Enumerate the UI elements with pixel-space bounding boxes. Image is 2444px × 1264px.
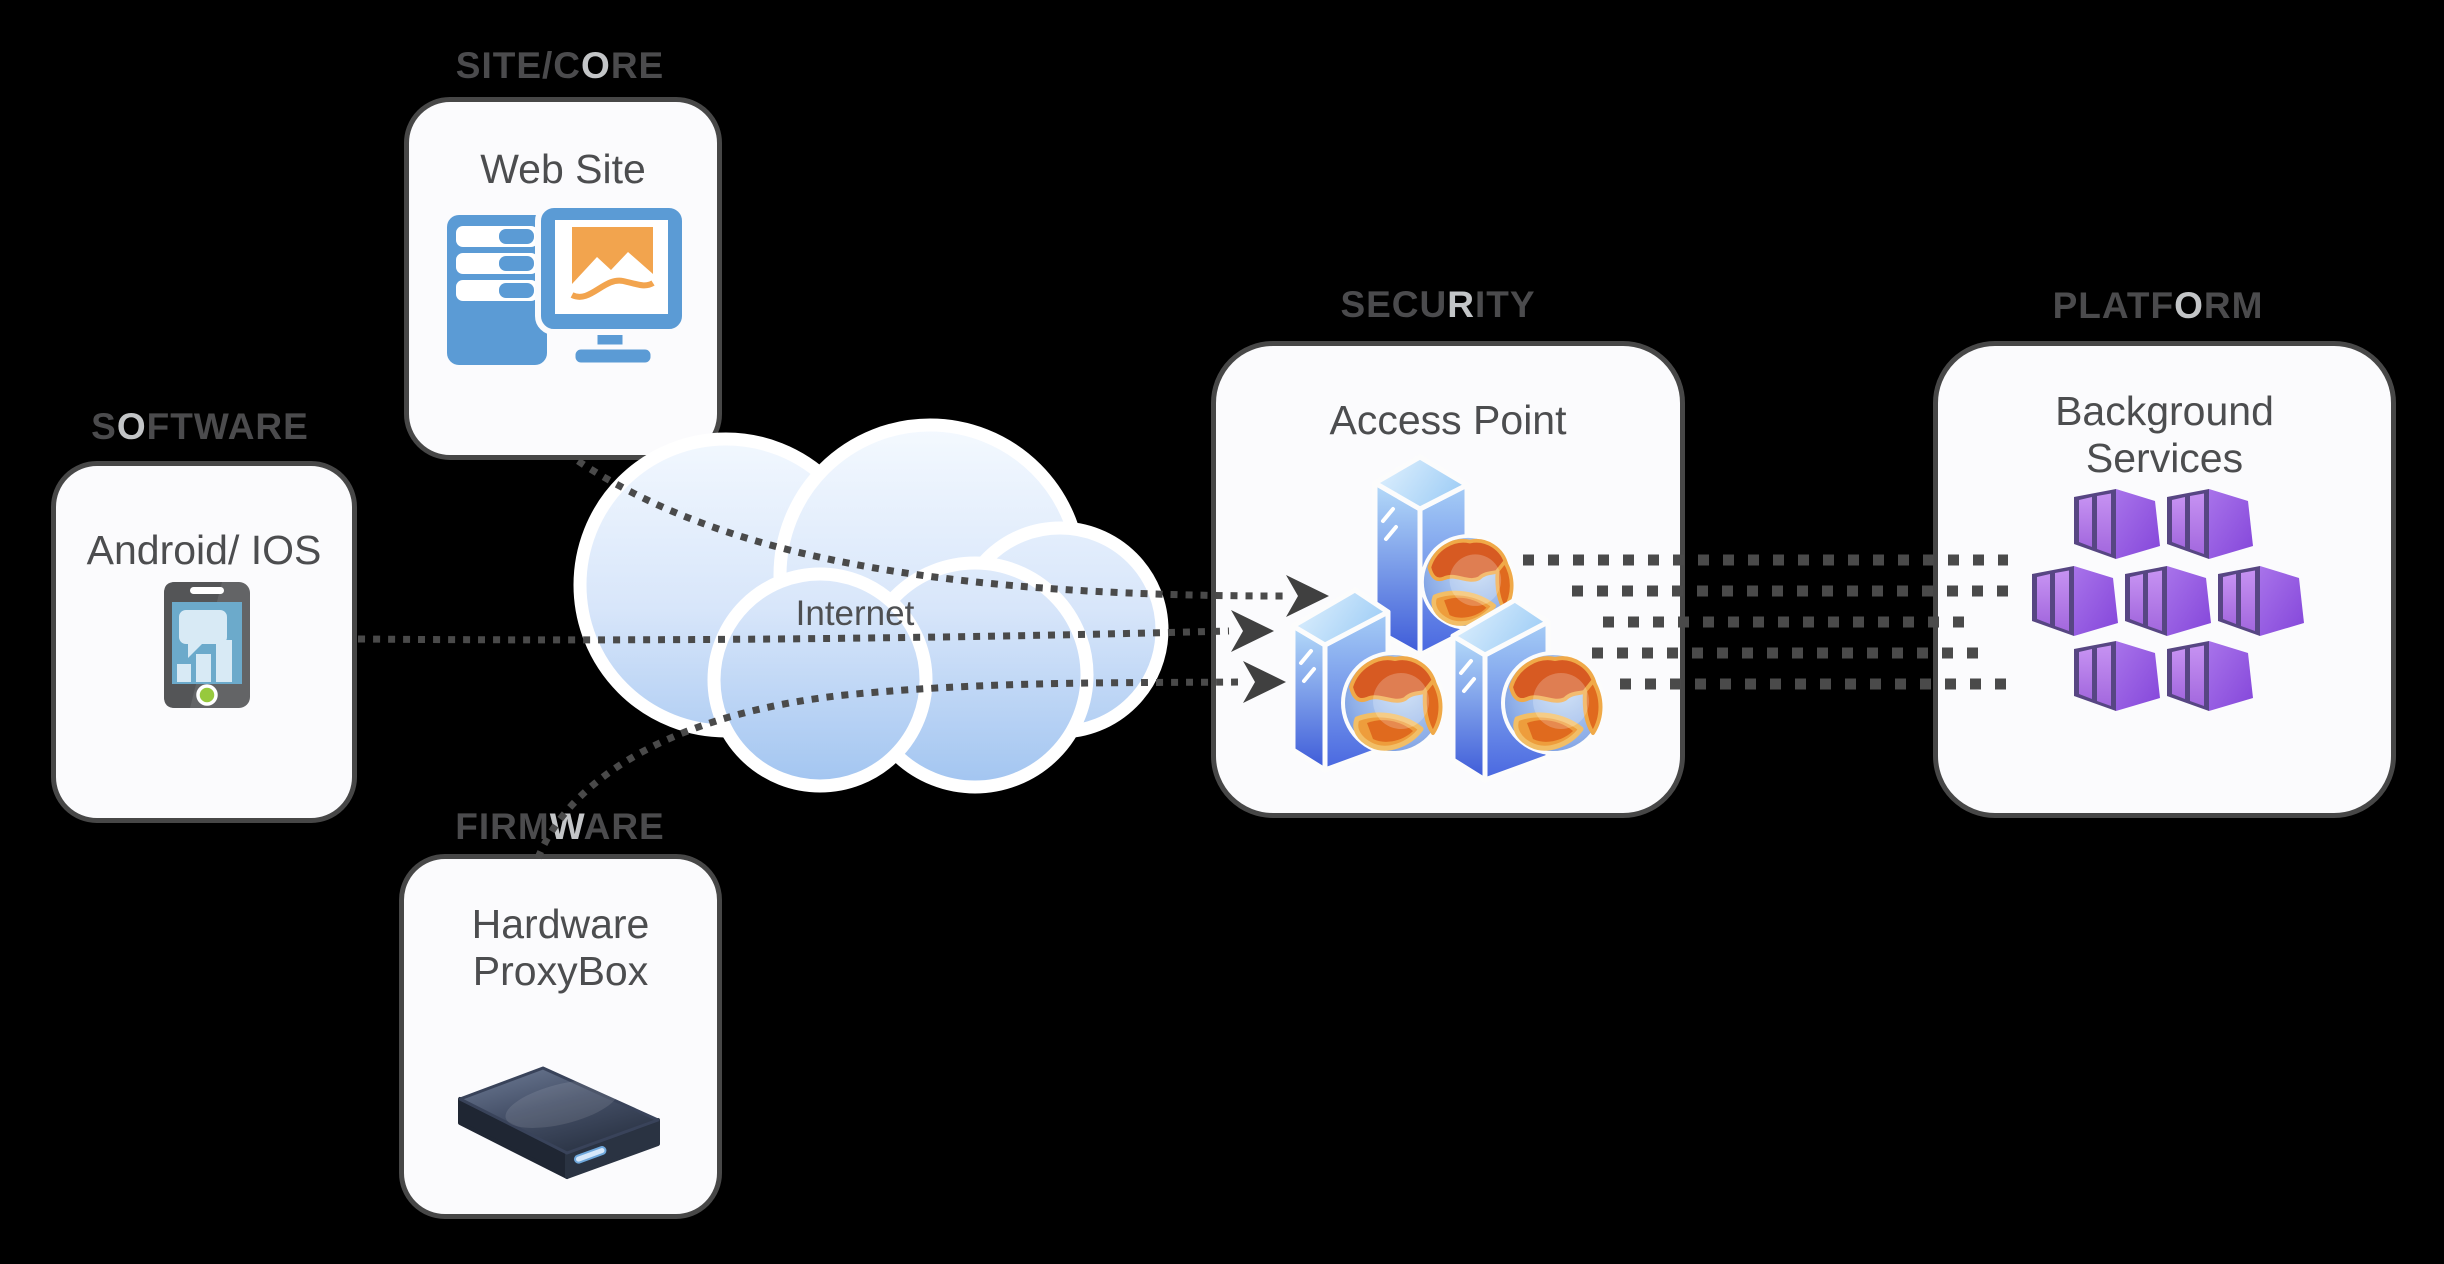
container-icon [2032,566,2118,636]
cloud-label: Internet [796,594,915,633]
node-android-ios: Android/ IOS [51,461,357,823]
header-platform: PLATFORM [2052,285,2264,326]
node-background-services: Background Services [1933,341,2396,818]
node-access-point-label: Access Point [1329,397,1567,443]
container-icon [2167,489,2253,559]
container-icon [2218,566,2304,636]
node-access-point: Access Point [1211,341,1685,818]
container-cluster-icon [2032,489,2304,711]
container-icon [2074,489,2160,559]
node-hardware-proxybox: Hardware ProxyBox [399,854,722,1219]
globe-icon [1341,651,1445,755]
proxy-box-device-icon [458,1066,660,1179]
node-hardware-proxybox-label: Hardware ProxyBox [471,901,650,994]
server-towers-globes-icon [1290,454,1615,783]
node-web-site-label: Web Site [480,146,646,192]
smartphone-icon [164,582,250,708]
container-icon [2167,641,2253,711]
header-site-core: SITE/CORE [455,45,665,86]
header-firmware: FIRMWARE [455,806,665,847]
header-software: SOFTWARE [91,406,309,447]
connector-website-to-accesspoint [576,458,1285,600]
cloud-icon [573,418,1169,794]
node-background-services-label: Background Services [2055,388,2274,481]
container-icon [2125,566,2211,636]
server-monitor-icon [447,202,688,368]
container-icon [2074,641,2160,711]
node-android-ios-label: Android/ IOS [86,527,322,573]
connector-android-to-accesspoint [357,627,1230,644]
globe-icon [1501,651,1605,755]
header-security: SECURITY [1340,284,1536,325]
node-web-site: Web Site [404,97,722,460]
